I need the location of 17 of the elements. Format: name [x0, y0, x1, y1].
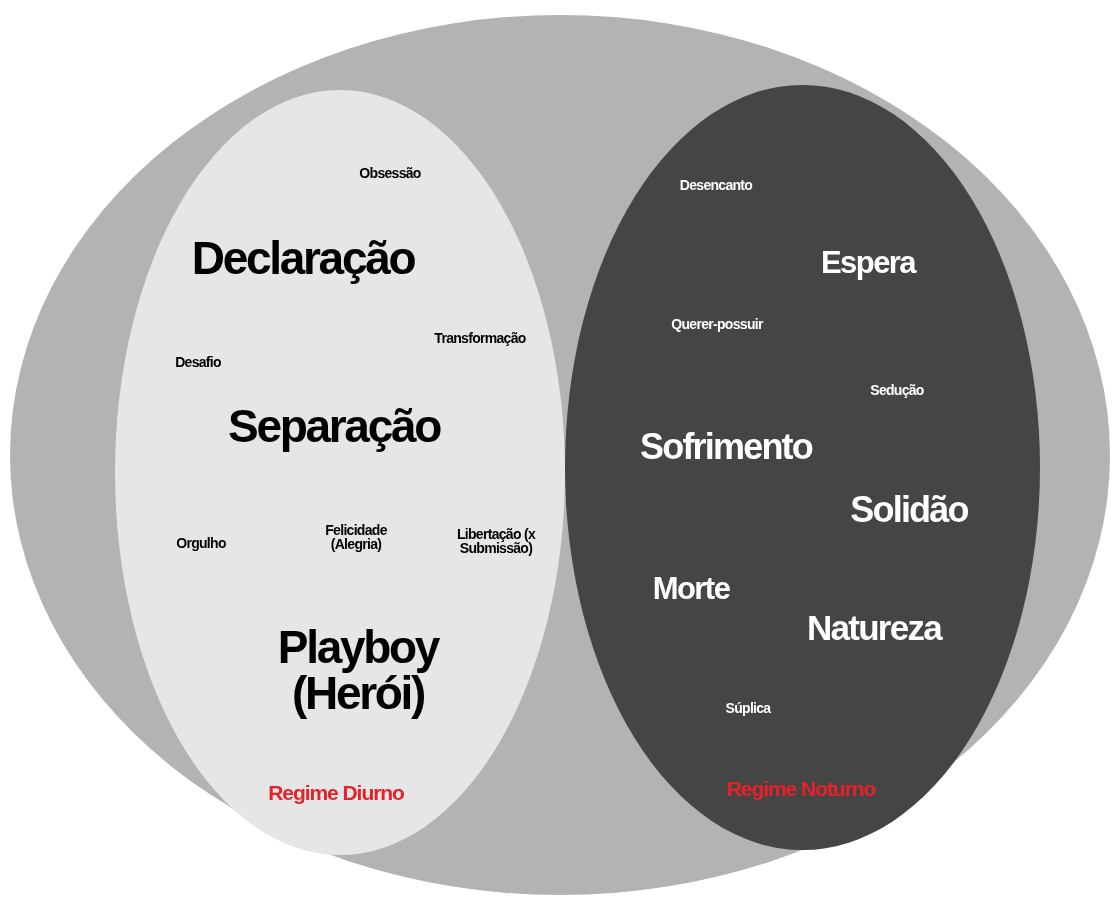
word-label: Desencanto	[679, 178, 753, 192]
word-label: Libertação (x Submissão)	[455, 527, 537, 555]
word-label: Morte	[652, 572, 730, 604]
word-label: Querer-possuir	[671, 317, 763, 331]
regime-title: Regime Noturno	[726, 777, 876, 799]
word-label: Solidão	[850, 492, 968, 528]
word-label: Obsessão	[359, 166, 421, 180]
word-label: Desafio	[175, 355, 221, 369]
word-label: Orgulho	[176, 536, 226, 550]
word-label: Natureza	[807, 609, 941, 645]
word-label: Súplica	[725, 701, 771, 715]
regime-title: Regime Diurno	[268, 781, 404, 803]
word-label: Felicidade (Alegria)	[324, 523, 388, 551]
word-label: Espera	[820, 246, 916, 278]
word-label: Sofrimento	[640, 429, 812, 465]
word-label: Sedução	[870, 383, 924, 397]
word-label: Transformação	[434, 331, 526, 345]
